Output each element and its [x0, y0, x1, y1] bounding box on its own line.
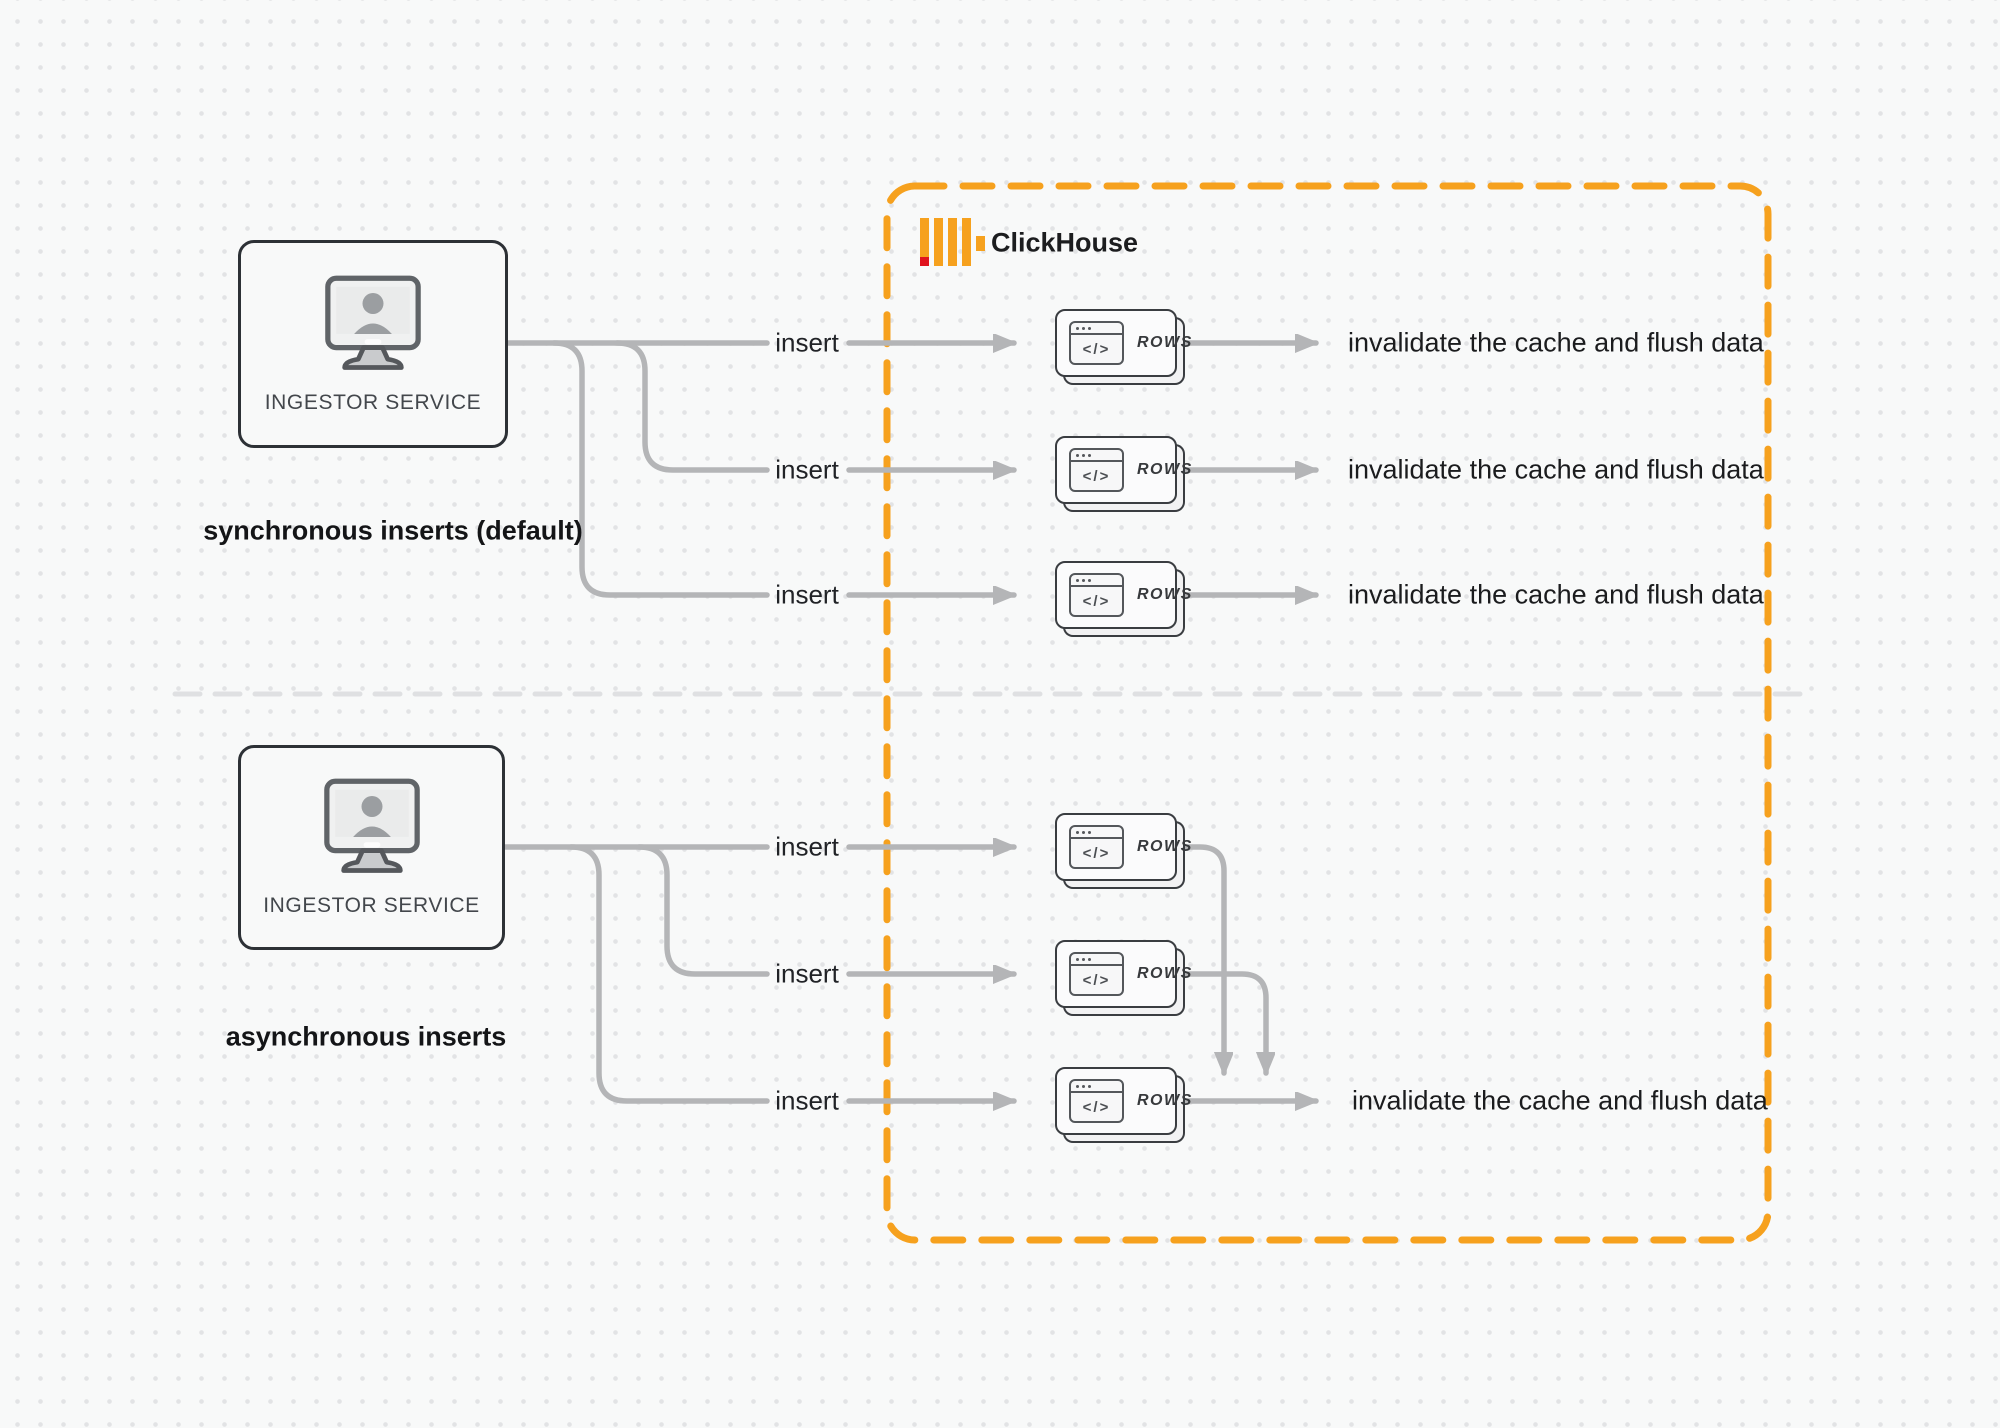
result-label: invalidate the cache and flush data — [1348, 327, 1764, 358]
rows-card-label: ROWS — [1137, 334, 1193, 351]
clickhouse-bars-icon — [976, 236, 985, 251]
insert-label: insert — [775, 1085, 839, 1116]
sync-caption: synchronous inserts (default) — [203, 515, 583, 546]
insert-label: insert — [775, 454, 839, 485]
sync-branch-row2 — [614, 340, 770, 473]
insert-label: insert — [775, 958, 839, 989]
async-caption: asynchronous inserts — [225, 1021, 507, 1052]
code-window-titlebar — [1071, 827, 1122, 839]
code-window-icon: </> — [1069, 321, 1124, 365]
code-window-titlebar — [1071, 1081, 1122, 1093]
ingestor-service-box-sync: INGESTOR SERVICE — [238, 240, 508, 448]
rows-card-label: ROWS — [1137, 838, 1193, 855]
insert-label: insert — [775, 579, 839, 610]
rows-card-label: ROWS — [1137, 586, 1193, 603]
code-window-icon: </> — [1069, 952, 1124, 996]
clickhouse-red-pixel-icon — [920, 257, 929, 266]
code-window-icon: </> — [1069, 825, 1124, 869]
code-window-icon: </> — [1069, 573, 1124, 617]
ingestor-service-label: INGESTOR SERVICE — [264, 390, 482, 414]
clickhouse-bars-icon — [948, 218, 957, 266]
code-glyph: </> — [1082, 340, 1111, 358]
code-window-titlebar — [1071, 575, 1122, 587]
async-branch-row3 — [568, 844, 770, 1104]
sync-connectors — [505, 340, 1319, 598]
result-label: invalidate the cache and flush data — [1348, 579, 1764, 610]
monitor-user-icon — [323, 778, 420, 873]
rows-card-label: ROWS — [1137, 965, 1193, 982]
clickhouse-logo: ClickHouse — [920, 218, 1200, 268]
clickhouse-bars-icon — [962, 218, 971, 266]
clickhouse-boundary-box — [883, 182, 1772, 1244]
code-window-titlebar — [1071, 954, 1122, 966]
clickhouse-bars-icon — [920, 218, 929, 266]
rows-card: </> ROWS — [1055, 813, 1191, 881]
monitor-user-icon — [325, 275, 421, 370]
rows-card-label: ROWS — [1137, 461, 1193, 478]
code-glyph: </> — [1082, 467, 1111, 485]
code-glyph: </> — [1082, 1098, 1111, 1116]
insert-label: insert — [775, 831, 839, 862]
async-merge-arrow-1 — [1182, 844, 1224, 1076]
code-glyph: </> — [1082, 971, 1111, 989]
code-glyph: </> — [1082, 592, 1111, 610]
async-branch-row2 — [636, 844, 770, 977]
result-label: invalidate the cache and flush data — [1348, 454, 1764, 485]
rows-card: </> ROWS — [1055, 940, 1191, 1008]
ingestor-service-box-async: INGESTOR SERVICE — [238, 745, 505, 950]
rows-card: </> ROWS — [1055, 561, 1191, 629]
clickhouse-bars-icon — [934, 218, 943, 266]
code-window-icon: </> — [1069, 1079, 1124, 1123]
sync-branch-row3 — [551, 340, 770, 598]
code-glyph: </> — [1082, 844, 1111, 862]
rows-card: </> ROWS — [1055, 436, 1191, 504]
ingestor-service-label: INGESTOR SERVICE — [263, 894, 480, 917]
code-window-icon: </> — [1069, 448, 1124, 492]
rows-card-label: ROWS — [1137, 1092, 1193, 1109]
clickhouse-logo-text: ClickHouse — [991, 227, 1139, 258]
result-label: invalidate the cache and flush data — [1352, 1085, 1768, 1116]
rows-card: </> ROWS — [1055, 1067, 1191, 1135]
rows-card: </> ROWS — [1055, 309, 1191, 377]
async-merge-arrow-2 — [1182, 971, 1266, 1076]
code-window-titlebar — [1071, 450, 1122, 462]
async-connectors — [502, 844, 1319, 1104]
insert-label: insert — [775, 327, 839, 358]
code-window-titlebar — [1071, 323, 1122, 335]
